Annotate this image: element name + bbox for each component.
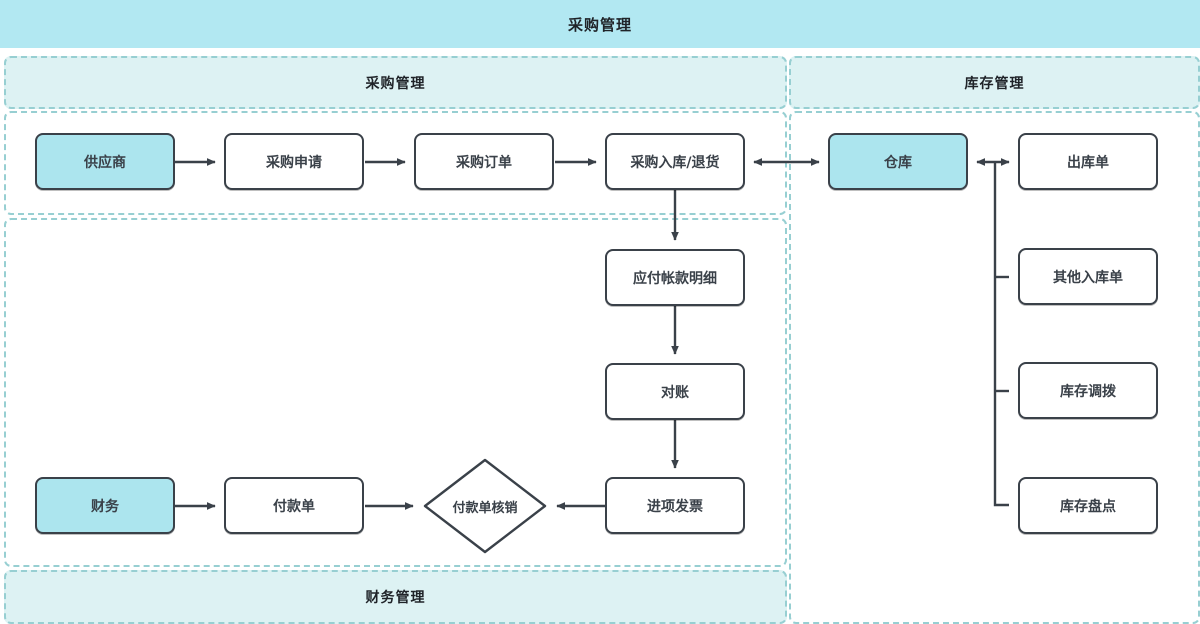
node-other-inbound-label: 其他入库单	[1053, 269, 1123, 286]
node-payment-order-label: 付款单	[273, 498, 315, 515]
node-purchase-inbound-label: 采购入库/退货	[630, 154, 720, 171]
node-finance-label: 财务	[91, 498, 119, 515]
node-payment-writeoff-label: 付款单核销	[452, 500, 518, 516]
node-purchase-order[interactable]: 采购订单	[414, 133, 554, 190]
node-stock-count[interactable]: 库存盘点	[1018, 477, 1158, 534]
node-payable-detail[interactable]: 应付帐款明细	[605, 249, 745, 306]
node-purchase-request-label: 采购申请	[266, 154, 322, 171]
node-supplier-label: 供应商	[84, 154, 126, 171]
node-warehouse-label: 仓库	[884, 154, 912, 171]
node-outbound-order[interactable]: 出库单	[1018, 133, 1158, 190]
lane-label-finance: 财务管理	[4, 570, 787, 624]
node-stock-transfer[interactable]: 库存调拨	[1018, 362, 1158, 419]
node-finance[interactable]: 财务	[35, 477, 175, 534]
node-reconciliation-label: 对账	[661, 384, 689, 401]
node-supplier[interactable]: 供应商	[35, 133, 175, 190]
lane-label-purchase-text: 采购管理	[365, 75, 426, 92]
node-payment-writeoff[interactable]: 付款单核销	[422, 457, 548, 555]
lane-label-finance-text: 财务管理	[365, 590, 426, 606]
node-purchase-inbound[interactable]: 采购入库/退货	[605, 133, 745, 190]
node-input-invoice-label: 进项发票	[647, 498, 703, 515]
region-inventory	[789, 111, 1200, 624]
lane-label-inventory-text: 库存管理	[964, 75, 1025, 92]
node-reconciliation[interactable]: 对账	[605, 363, 745, 420]
node-payable-detail-label: 应付帐款明细	[633, 270, 717, 287]
node-other-inbound[interactable]: 其他入库单	[1018, 248, 1158, 305]
node-warehouse[interactable]: 仓库	[828, 133, 968, 190]
page-title-text: 采购管理	[567, 15, 632, 34]
lane-label-inventory: 库存管理	[789, 56, 1200, 109]
node-stock-count-label: 库存盘点	[1060, 498, 1116, 515]
node-input-invoice[interactable]: 进项发票	[605, 477, 745, 534]
page-title: 采购管理	[0, 0, 1200, 48]
node-stock-transfer-label: 库存调拨	[1060, 383, 1116, 400]
region-finance	[4, 218, 787, 567]
node-purchase-request[interactable]: 采购申请	[224, 133, 364, 190]
node-outbound-order-label: 出库单	[1067, 154, 1109, 171]
node-purchase-order-label: 采购订单	[456, 154, 512, 171]
node-payment-order[interactable]: 付款单	[224, 477, 364, 534]
lane-label-purchase: 采购管理	[4, 56, 787, 109]
